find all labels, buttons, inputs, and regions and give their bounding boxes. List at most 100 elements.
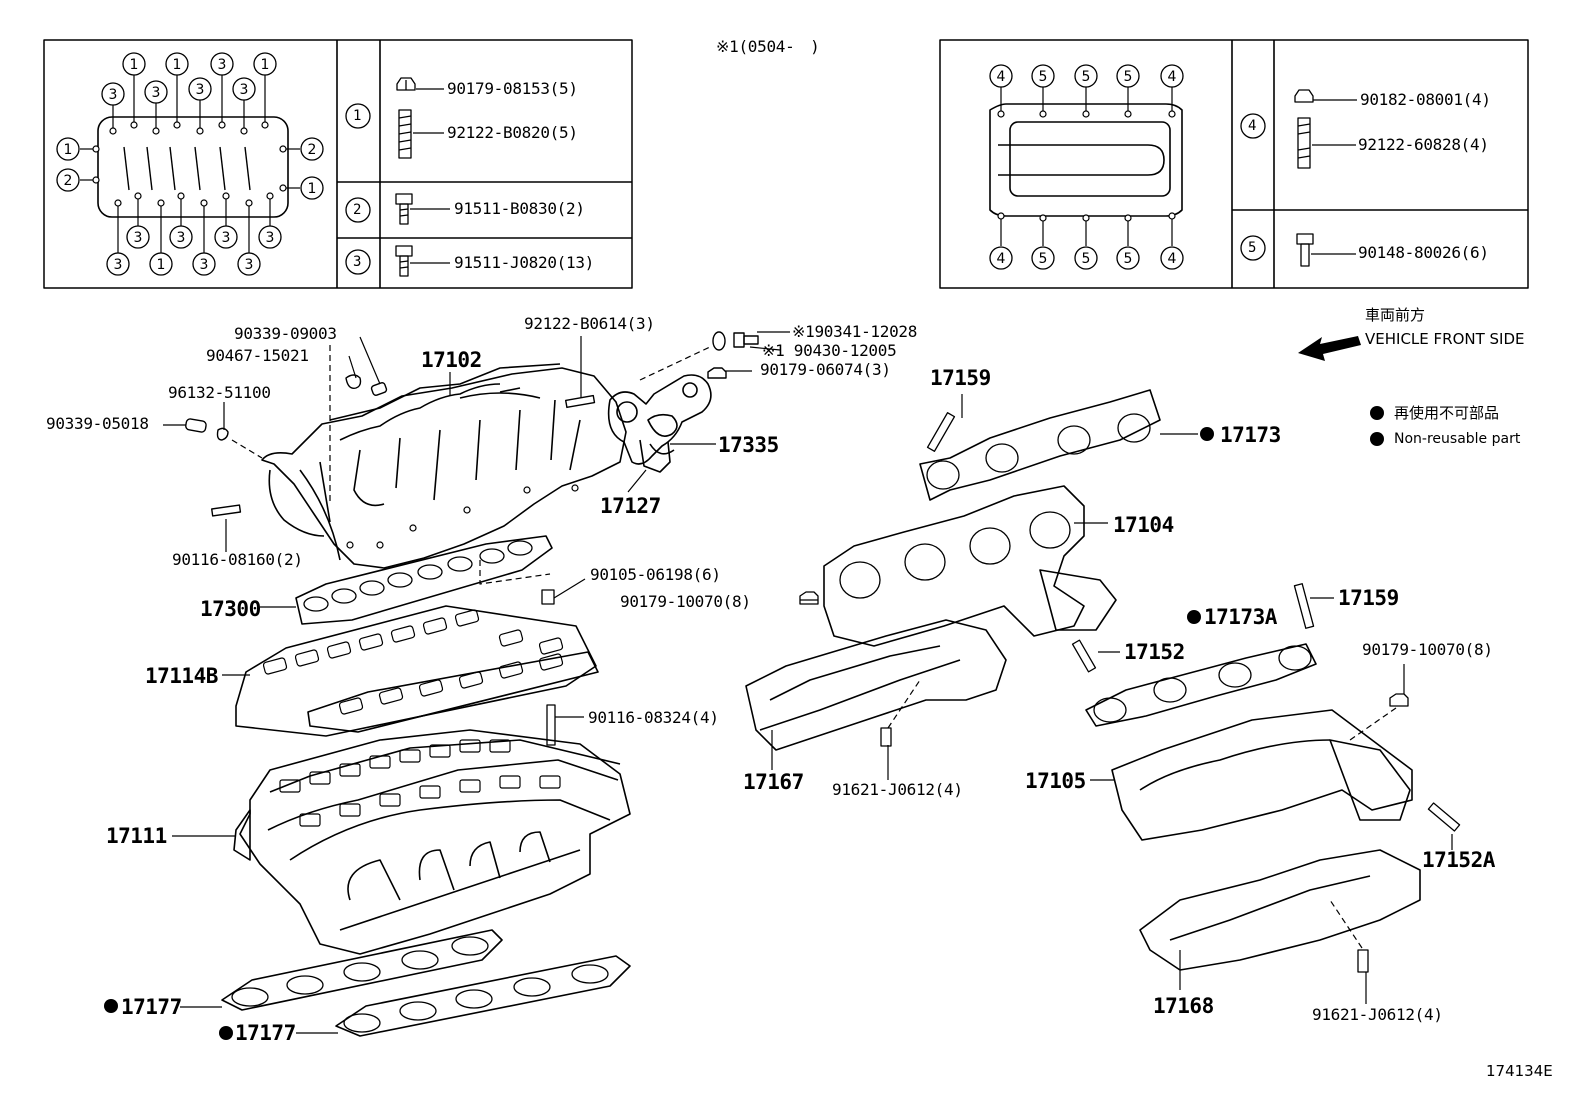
vehicle-front-arrow (1298, 336, 1361, 361)
bolt-position-circle (188, 77, 212, 101)
callout: 17159 (1338, 586, 1399, 610)
gasket-17300 (295, 535, 553, 625)
bolt-position-circle (1116, 64, 1140, 88)
bolt-position-circle (1160, 64, 1184, 88)
bolt-position-number: 4 (997, 251, 1006, 267)
bolt-position-circle (1160, 246, 1184, 270)
bolt-position-number: 2 (308, 142, 317, 158)
callout: 17102 (421, 348, 482, 372)
row-number: 3 (353, 254, 362, 270)
bolt-position-circle (258, 225, 282, 249)
bolt-position-number: 1 (64, 142, 73, 158)
throttle-body (607, 374, 712, 473)
stud-icon (398, 109, 444, 159)
callout: 90179-10070(8) (1362, 640, 1493, 659)
exhaust-gasket-17173 (919, 389, 1161, 501)
exhaust-gasket-17173a (1085, 643, 1317, 727)
callout: 17173A (1204, 605, 1277, 629)
callout: 91621-J0612(4) (832, 780, 963, 799)
bolt-position-number: 3 (109, 87, 118, 103)
bolt-position-number: 5 (1124, 251, 1133, 267)
part-number: 91511-B0830(2) (454, 199, 585, 218)
callout: 17111 (106, 824, 167, 848)
bolt-position-number: 3 (218, 57, 227, 73)
bolt-position-circle (169, 225, 193, 249)
nut-icon (1294, 89, 1357, 103)
bolt-position-number: 1 (308, 181, 317, 197)
bolt-position-circle (1074, 64, 1098, 88)
bolt-position-number: 3 (134, 230, 143, 246)
callout: 90339-05018 (46, 414, 149, 433)
direction-ja: 車両前方 (1365, 306, 1426, 324)
bolt-position-circle (56, 168, 80, 192)
bolt-position-number: 1 (261, 57, 270, 73)
part-number: 92122-60828(4) (1358, 135, 1489, 154)
bolt-position-number: 4 (997, 69, 1006, 85)
callout: 90179-06074(3) (760, 360, 891, 379)
callout: 17159 (930, 366, 991, 390)
bolt-position-number: 3 (222, 230, 231, 246)
direction-en: VEHICLE FRONT SIDE (1365, 330, 1525, 348)
part-number: 92122-B0820(5) (447, 123, 578, 142)
callout: 17114B (145, 664, 218, 688)
bolt-position-circle (126, 225, 150, 249)
bolt-position-circle (1074, 246, 1098, 270)
bolt-icon (395, 193, 450, 225)
bolt-position-circle (253, 52, 277, 76)
bolt-position-number: 2 (64, 173, 73, 189)
bolt-position-circle (149, 252, 173, 276)
bolt-icon (1296, 233, 1356, 267)
callout: 17104 (1113, 513, 1174, 537)
callout: 90467-15021 (206, 346, 309, 365)
bolt-icon (395, 245, 450, 277)
bolt-position-number: 3 (266, 230, 275, 246)
bolt-position-circle (989, 246, 1013, 270)
callout: 92122-B0614(3) (524, 314, 655, 333)
callout: 17127 (600, 494, 661, 518)
bolt-position-number: 3 (240, 82, 249, 98)
bolt-position-number: 3 (152, 85, 161, 101)
bolt-position-circle (106, 252, 130, 276)
bolt-position-circle (56, 137, 80, 161)
callout: ※1 90430-12005 (762, 341, 897, 360)
bolt-position-circle (232, 77, 256, 101)
callout: 17177 (235, 1021, 296, 1045)
bolt-position-circle (165, 52, 189, 76)
callout: ※190341-12028 (792, 322, 918, 341)
callout: 17105 (1025, 769, 1086, 793)
bolt-position-circle (192, 252, 216, 276)
bolt-position-number: 4 (1168, 251, 1177, 267)
bolt-position-number: 4 (1168, 69, 1177, 85)
gasket-17114b (235, 605, 599, 737)
row-number: 4 (1248, 118, 1257, 134)
callout: 17167 (743, 770, 804, 794)
bolt-position-circle (214, 225, 238, 249)
bolt-position-circle (1116, 246, 1140, 270)
lower-intake-manifold (233, 729, 631, 955)
gasket-17177-upper (221, 929, 503, 1011)
stud-icon (1297, 117, 1356, 169)
callout: 17152 (1124, 640, 1185, 664)
bolt-position-circle (300, 176, 324, 200)
row-number: 2 (353, 202, 362, 218)
bolt-position-number: 3 (114, 257, 123, 273)
stud-parts (541, 412, 1461, 973)
gasket-17177-lower (335, 955, 631, 1037)
bolt-position-number: 5 (1039, 251, 1048, 267)
bolt-position-number: 1 (130, 57, 139, 73)
callout: 17173 (1220, 423, 1281, 447)
dashed-leader-lines (231, 345, 1397, 949)
bolt-position-circle (237, 252, 261, 276)
bolt-position-circle (101, 82, 125, 106)
bolt-washer (707, 331, 759, 379)
bolt-position-circle (1031, 246, 1055, 270)
callout: 90116-08160(2) (172, 550, 303, 569)
callout: 17152A (1422, 848, 1495, 872)
part-number: 90179-08153(5) (447, 79, 578, 98)
legend-en: Non-reusable part (1394, 431, 1521, 447)
row-number: 1 (353, 108, 362, 124)
callout: 90179-10070(8) (620, 592, 751, 611)
